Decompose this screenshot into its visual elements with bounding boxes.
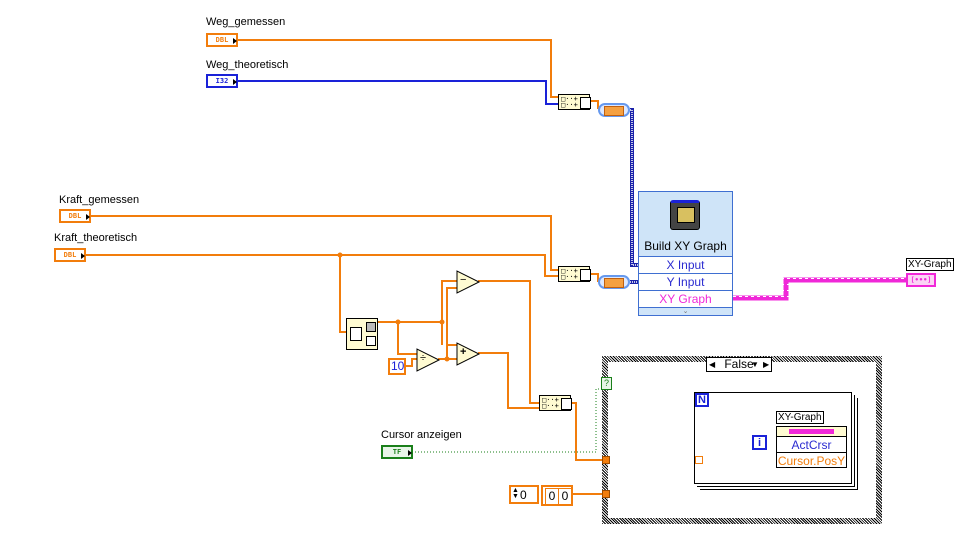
type-text: DBL (215, 36, 229, 44)
y-input-terminal[interactable]: Y Input (639, 273, 732, 291)
bool-wire (412, 388, 604, 453)
dbl-icon (604, 106, 624, 116)
graph-plot-icon (677, 207, 695, 223)
array-index-value: 0 (520, 488, 527, 502)
to-dynamic-data-weg[interactable] (598, 103, 630, 117)
output-arrow-icon (408, 450, 412, 456)
constant-10[interactable]: 10 (388, 358, 406, 375)
output-arrow-icon (81, 253, 85, 259)
output-arrow-icon (86, 214, 90, 220)
input-tunnel-array[interactable] (602, 490, 610, 498)
build-array-node-bounds[interactable]: □··+□··+ (539, 395, 572, 411)
reference-bar (789, 429, 834, 434)
expand-chevron-icon[interactable]: ⌄ (639, 307, 732, 317)
build-array-icon: □··+□··+ (561, 95, 578, 109)
property-node-header (777, 427, 846, 436)
case-selector[interactable]: ◀ False ▼ ▶ (706, 357, 772, 372)
dbl-icon (604, 278, 624, 288)
kraft-theoretisch-terminal[interactable]: DBL (54, 248, 86, 262)
build-xy-title: Build XY Graph (644, 239, 727, 253)
dropdown-icon[interactable]: ▼ (751, 360, 759, 369)
property-cursor-posy[interactable]: Cursor.PosY (777, 452, 846, 468)
loop-iteration-terminal[interactable]: i (752, 435, 767, 450)
output-arrow-icon (233, 79, 237, 85)
xy-graph-indicator-label: XY-Graph (906, 258, 954, 271)
type-text: DBL (63, 251, 77, 259)
type-text: I32 (215, 77, 229, 85)
loop-count-terminal[interactable]: N (695, 393, 709, 407)
kraft-gemessen-label: Kraft_gemessen (59, 194, 140, 206)
max-icon (366, 322, 376, 332)
array-element[interactable]: 0 (545, 488, 559, 505)
grid-icon (580, 97, 591, 109)
property-actcrsr[interactable]: ActCrsr (777, 436, 846, 453)
case-next-icon[interactable]: ▶ (763, 360, 770, 369)
type-text: DBL (68, 212, 82, 220)
weg-gemessen-terminal[interactable]: DBL (206, 33, 238, 47)
xy-graph-indicator-terminal[interactable]: [•••] (906, 273, 936, 287)
input-tunnel-bounds[interactable] (602, 456, 610, 464)
case-prev-icon[interactable]: ◀ (709, 360, 716, 369)
build-array-icon: □··+□··+ (542, 396, 559, 410)
to-dynamic-data-kraft[interactable] (598, 275, 630, 289)
x-input-terminal[interactable]: X Input (639, 256, 732, 274)
xy-graph-icon (670, 200, 700, 230)
cursor-anzeigen-label: Cursor anzeigen (381, 429, 462, 441)
cursor-anzeigen-terminal[interactable]: TF (381, 445, 413, 459)
weg-gemessen-label: Weg_gemessen (206, 16, 286, 28)
case-selector-terminal[interactable]: ? (601, 377, 612, 390)
build-array-node-weg[interactable]: □··+□··+ (558, 94, 591, 110)
property-node-label: XY-Graph (776, 411, 824, 424)
index-spinner-icon[interactable]: ▲▼ (512, 487, 519, 500)
weg-theoretisch-label: Weg_theoretisch (206, 59, 289, 71)
array-element[interactable]: 0 (558, 488, 572, 505)
property-node[interactable]: ActCrsr Cursor.PosY (776, 426, 847, 468)
auto-index-tunnel[interactable] (695, 456, 703, 464)
type-text: TF (392, 448, 402, 456)
type-text: [•••] (910, 276, 932, 284)
array-index-control[interactable]: ▲▼ 0 (509, 485, 539, 504)
add-icon: + (460, 346, 467, 358)
output-arrow-icon (233, 38, 237, 44)
kraft-theoretisch-label: Kraft_theoretisch (54, 232, 138, 244)
array-max-min-node[interactable] (346, 318, 378, 350)
op-triangles (416, 270, 481, 372)
cluster-wire (733, 277, 908, 301)
array-icon (350, 327, 362, 341)
build-array-icon: □··+□··+ (561, 267, 578, 281)
array-constant[interactable]: 0 0 (541, 485, 573, 506)
divide-icon: ÷ (420, 352, 427, 364)
kraft-gemessen-terminal[interactable]: DBL (59, 209, 91, 223)
build-array-node-kraft[interactable]: □··+□··+ (558, 266, 591, 282)
grid-icon (561, 398, 572, 410)
xy-graph-output-terminal[interactable]: XY Graph (639, 290, 732, 308)
build-xy-graph-node[interactable]: Build XY Graph X Input Y Input XY Graph … (638, 191, 733, 316)
weg-theoretisch-terminal[interactable]: I32 (206, 74, 238, 88)
subtract-icon: − (460, 274, 467, 286)
min-icon (366, 336, 376, 346)
case-selector-value: False (724, 357, 754, 371)
grid-icon (580, 269, 591, 281)
